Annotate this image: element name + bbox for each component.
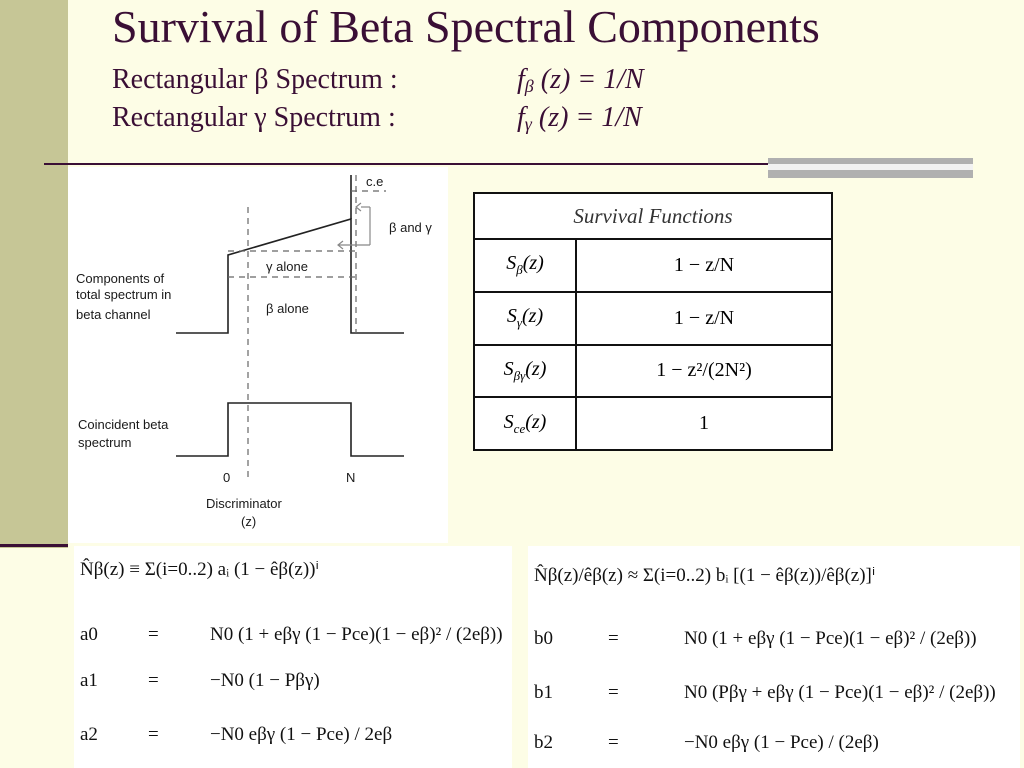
a2-expression: −N0 eβγ (1 − Pce) / 2eβ — [210, 724, 393, 745]
components-label-line2: total spectrum in — [76, 287, 171, 302]
beta-spectrum-label: Rectangular β Spectrum : — [112, 64, 398, 95]
a0-symbol: a0 — [80, 624, 98, 645]
equals-sign: = — [608, 732, 619, 753]
components-label-line1: Components of — [76, 271, 165, 286]
gamma-alone-label: γ alone — [266, 259, 308, 274]
x-axis-label-line2: (z) — [241, 514, 256, 529]
table-row: Sβ(z) 1 − z/N — [473, 238, 833, 293]
estimator-equation-left: N̂β(z) ≡ Σ(i=0..2) aᵢ (1 − êβ(z))ⁱ — [80, 559, 319, 580]
survival-value: 1 − z/N — [575, 290, 833, 346]
right-equations-panel: N̂β(z)/êβ(z) ≈ Σ(i=0..2) bᵢ [(1 − êβ(z))… — [528, 546, 1020, 768]
table-row: Sce(z) 1 — [473, 396, 833, 451]
bottom-rule — [0, 544, 68, 547]
gamma-spectrum-label: Rectangular γ Spectrum : — [112, 102, 396, 133]
b0-expression: N0 (1 + eβγ (1 − Pce)(1 − eβ)² / (2eβ)) — [684, 628, 977, 649]
survival-table-header: Survival Functions — [473, 192, 833, 240]
survival-value: 1 — [575, 396, 833, 451]
equals-sign: = — [148, 670, 159, 691]
gamma-spectrum-line: Rectangular γ Spectrum : fγ (z) = 1/N — [112, 102, 642, 134]
b0-symbol: b0 — [534, 628, 553, 649]
beta-spectrum-formula: fβ (z) = 1/N — [517, 64, 644, 96]
tick-n: N — [346, 470, 355, 485]
sidebar-band — [0, 0, 68, 548]
a1-symbol: a1 — [80, 670, 98, 691]
equals-sign: = — [148, 624, 159, 645]
title-rule — [44, 163, 772, 165]
b2-symbol: b2 — [534, 732, 553, 753]
beta-alone-label: β alone — [266, 301, 309, 316]
left-equations-panel: N̂β(z) ≡ Σ(i=0..2) aᵢ (1 − êβ(z))ⁱ a0 = … — [74, 546, 512, 768]
b1-expression: N0 (Pβγ + eβγ (1 − Pce)(1 − eβ)² / (2eβ)… — [684, 682, 996, 703]
a0-expression: N0 (1 + eβγ (1 − Pce)(1 − eβ)² / (2eβ)) — [210, 624, 503, 645]
survival-value: 1 − z²/(2N²) — [575, 343, 833, 399]
equals-sign: = — [608, 682, 619, 703]
estimator-equation-right: N̂β(z)/êβ(z) ≈ Σ(i=0..2) bᵢ [(1 − êβ(z))… — [534, 565, 876, 586]
coincident-label-line1: Coincident beta — [78, 417, 169, 432]
beta-gamma-label: β and γ — [389, 220, 432, 235]
equals-sign: = — [148, 724, 159, 745]
decorative-gray-bar — [768, 158, 973, 178]
spectrum-diagram: c.e β and γ γ alone β alone Components o… — [68, 167, 448, 543]
slide-title: Survival of Beta Spectral Components — [112, 1, 820, 52]
table-row: Sγ(z) 1 − z/N — [473, 290, 833, 346]
a1-expression: −N0 (1 − Pβγ) — [210, 670, 320, 691]
beta-spectrum-line: Rectangular β Spectrum : fβ (z) = 1/N — [112, 64, 644, 96]
survival-functions-table: Survival Functions Sβ(z) 1 − z/N Sγ(z) 1… — [473, 192, 833, 451]
x-axis-label-line1: Discriminator — [206, 496, 283, 511]
gamma-spectrum-formula: fγ (z) = 1/N — [517, 102, 642, 134]
table-row: Sβγ(z) 1 − z²/(2N²) — [473, 343, 833, 399]
tick-zero: 0 — [223, 470, 230, 485]
ce-label: c.e — [366, 174, 383, 189]
equals-sign: = — [608, 628, 619, 649]
coincident-label-line2: spectrum — [78, 435, 131, 450]
components-label-line3: beta channel — [76, 307, 151, 322]
a2-symbol: a2 — [80, 724, 98, 745]
survival-value: 1 − z/N — [575, 238, 833, 293]
b2-expression: −N0 eβγ (1 − Pce) / (2eβ) — [684, 732, 879, 753]
b1-symbol: b1 — [534, 682, 553, 703]
